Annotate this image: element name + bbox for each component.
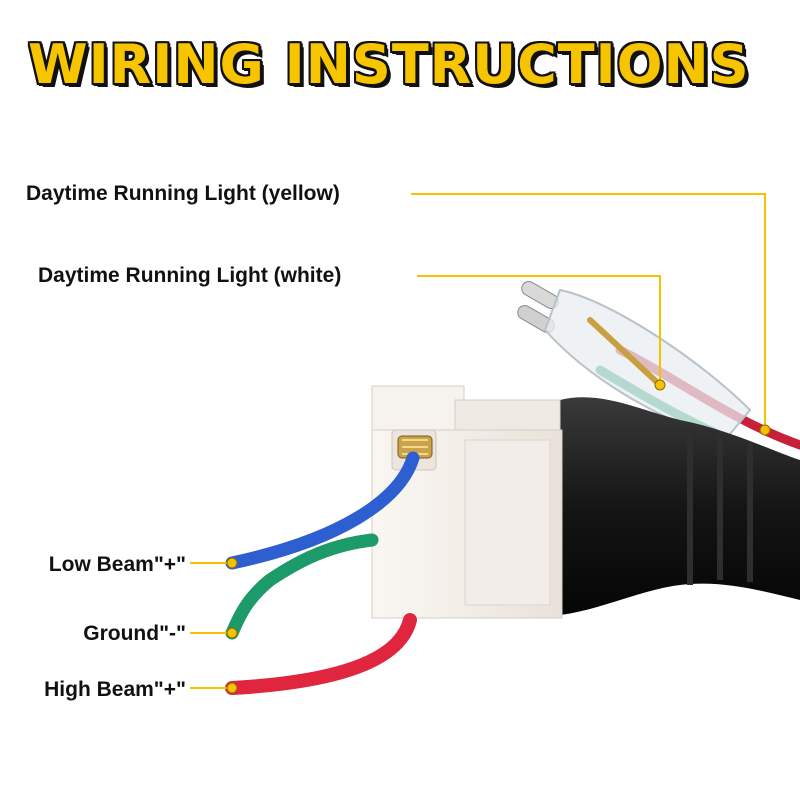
connector-housing [371, 385, 563, 619]
low-beam-wire [225, 451, 420, 570]
leader-dots [226, 379, 771, 694]
bullet-connectors [517, 281, 752, 442]
page-title: WIRING INSTRUCTIONS [28, 33, 750, 96]
label-drl-yellow: Daytime Running Light (yellow) [26, 182, 340, 205]
label-ground: Ground"-" [83, 622, 186, 645]
brass-terminal [397, 435, 433, 459]
high-beam-wire [225, 613, 417, 695]
ground-wire [225, 533, 379, 640]
label-drl-white: Daytime Running Light (white) [38, 264, 342, 287]
label-high-beam: High Beam"+" [44, 678, 186, 701]
label-low-beam: Low Beam"+" [48, 553, 186, 576]
rubber-boot [560, 397, 800, 615]
leader-lines [190, 193, 766, 689]
